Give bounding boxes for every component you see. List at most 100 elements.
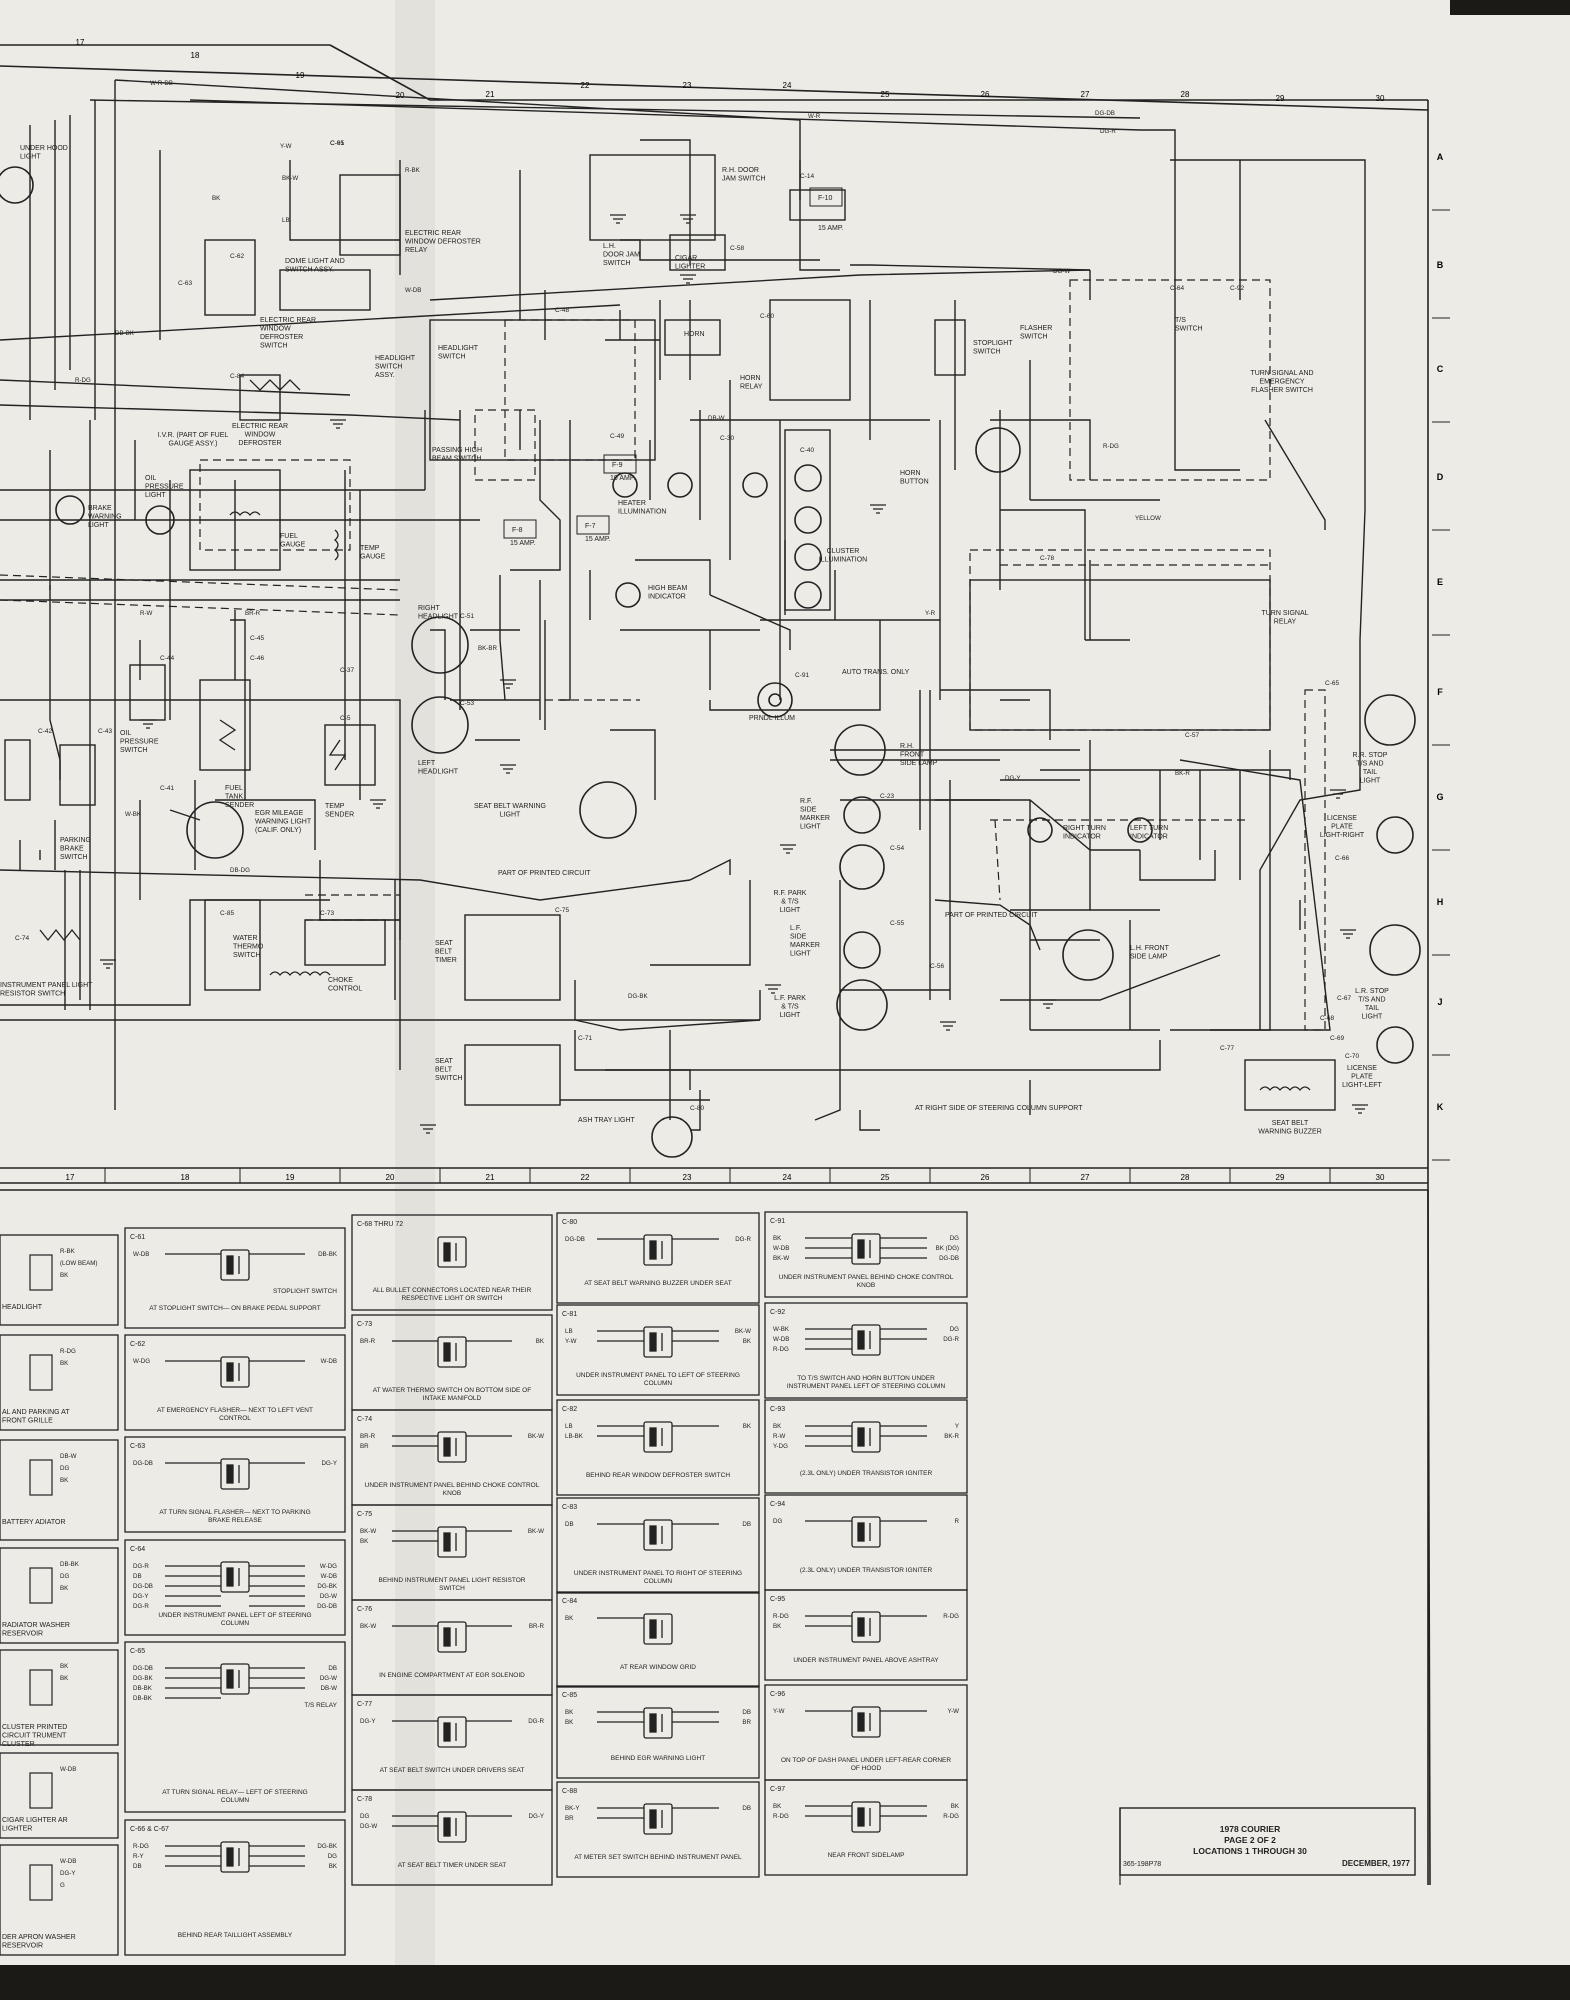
cell-c-75-wire-label: BK bbox=[360, 1538, 369, 1545]
cell-c-76-caption: IN ENGINE COMPARTMENT AT EGR SOLENOID bbox=[379, 1672, 525, 1679]
connector-label: C-84 bbox=[230, 373, 244, 380]
connector-label: C-46 bbox=[250, 655, 264, 662]
column-label-top-19: 19 bbox=[296, 71, 305, 80]
cell-c-92-wire-label: R-DG bbox=[773, 1346, 789, 1353]
left-cell-wire-label: (LOW BEAM) bbox=[60, 1260, 97, 1267]
cell-c-93-title: C-93 bbox=[770, 1406, 785, 1413]
left-cell-caption: BATTERY ADIATOR bbox=[2, 1519, 66, 1526]
cell-c-66-connector bbox=[220, 1841, 250, 1873]
wire-label: DG-R bbox=[1100, 128, 1116, 135]
wire-label: DG-W bbox=[1053, 268, 1070, 275]
cell-c-97-wire-label: R-DG bbox=[943, 1813, 959, 1820]
cell-c-91-wire-label: BK bbox=[773, 1235, 782, 1242]
connector-label: C-14 bbox=[800, 173, 814, 180]
cell-c-64-wire-label: DG-R bbox=[133, 1563, 149, 1570]
cell-c-78-connector bbox=[437, 1811, 467, 1843]
column-label-top-30: 30 bbox=[1376, 94, 1385, 103]
cell-c-95-title: C-95 bbox=[770, 1596, 785, 1603]
cell-c-83-pin bbox=[649, 1525, 657, 1545]
connector-label: C-49 bbox=[610, 433, 624, 440]
label-prndl-illum: PRNDL ILLUM bbox=[749, 715, 795, 722]
cell-c-63-connector bbox=[220, 1458, 250, 1490]
wire-label: DB-W bbox=[708, 415, 725, 422]
wire-label: BK-W bbox=[282, 175, 298, 182]
cell-c-80-pin bbox=[649, 1240, 657, 1260]
row-label-H: H bbox=[1437, 897, 1444, 907]
cell-c-64-wire-label: DG-Y bbox=[133, 1593, 148, 1600]
connector-label: C-92 bbox=[1230, 285, 1244, 292]
row-label-C: C bbox=[1437, 364, 1444, 374]
cell-c-97-title: C-97 bbox=[770, 1786, 785, 1793]
cell-c-94-wire-label: DG bbox=[773, 1518, 782, 1525]
cell-c-64-connector bbox=[220, 1561, 250, 1593]
cell-c-80-connector bbox=[643, 1234, 673, 1266]
column-label-top-24: 24 bbox=[783, 81, 792, 90]
cell-c-97-wire-label: BK bbox=[951, 1803, 960, 1810]
cell-c-77-title: C-77 bbox=[357, 1701, 372, 1708]
left-cell-wire-label: BK bbox=[60, 1675, 69, 1682]
connector-label: C-68 bbox=[1320, 1015, 1334, 1022]
connector-label: C-80 bbox=[690, 1105, 704, 1112]
cell-c-82-connector bbox=[643, 1421, 673, 1453]
left-cell-wire-label: BK bbox=[60, 1477, 69, 1484]
column-label-bottom-28: 28 bbox=[1181, 1173, 1190, 1182]
left-cell-wire-label: BK bbox=[60, 1585, 69, 1592]
left-cell-wire-label: G bbox=[60, 1882, 65, 1889]
cell-c-73-wire-label: BR-R bbox=[360, 1338, 376, 1345]
fuse-f8-rating: 15 AMP. bbox=[510, 540, 536, 547]
cell-c-62-wire-label: W-DB bbox=[321, 1358, 337, 1365]
cell-c-91-connector bbox=[851, 1233, 881, 1265]
cell-c-80-wire-label: DG-DB bbox=[565, 1236, 585, 1243]
row-label-D: D bbox=[1437, 472, 1444, 482]
connector-label: C-62 bbox=[230, 253, 244, 260]
cell-c-64-wire-label: DG-DB bbox=[317, 1603, 337, 1610]
cell-c-77-wire-label: DG-Y bbox=[360, 1718, 375, 1725]
column-label-bottom-25: 25 bbox=[881, 1173, 890, 1182]
cell-c-91-caption: UNDER INSTRUMENT PANEL BEHIND CHOKE CONT… bbox=[779, 1274, 954, 1289]
cell-c-68-title: C-68 THRU 72 bbox=[357, 1221, 403, 1228]
cell-c-62-pin bbox=[226, 1362, 234, 1382]
cell-c-74-pin bbox=[443, 1437, 451, 1457]
connector-label: C-57 bbox=[1185, 732, 1199, 739]
label-auto-trans-only: AUTO TRANS. ONLY bbox=[842, 669, 910, 676]
column-label-top-26: 26 bbox=[981, 90, 990, 99]
cell-c-81-caption: UNDER INSTRUMENT PANEL TO LEFT OF STEERI… bbox=[576, 1372, 740, 1387]
cell-c-63-wire-label: DG-DB bbox=[133, 1460, 153, 1467]
connector-label: C-70 bbox=[1345, 1053, 1359, 1060]
cell-c-61-wire-label: W-DB bbox=[133, 1251, 149, 1258]
cell-c-74-wire-label: BR-R bbox=[360, 1433, 376, 1440]
connector-label: C-60 bbox=[760, 313, 774, 320]
cell-c-64-wire-label: DB bbox=[133, 1573, 142, 1580]
left-cell-wire-label: BK bbox=[60, 1663, 69, 1670]
connector-label: C-73 bbox=[320, 910, 334, 917]
label-printed-circuit-2: PART OF PRINTED CIRCUIT bbox=[945, 912, 1038, 919]
left-cell-wire-label: DG bbox=[60, 1573, 69, 1580]
wire-label: W-R-DB bbox=[150, 80, 173, 87]
component-boxes bbox=[4, 154, 1336, 1111]
cell-c-84-pin bbox=[649, 1619, 657, 1639]
dashed-circuits bbox=[0, 279, 1326, 1031]
cell-c-64-wire-label: DG-BK bbox=[317, 1583, 337, 1590]
connector-label: C-91 bbox=[795, 672, 809, 679]
cell-c-61-pin bbox=[226, 1255, 234, 1275]
cell-c-61-title: C-61 bbox=[130, 1234, 145, 1241]
cell-c-85-wire-label: BK bbox=[565, 1709, 574, 1716]
